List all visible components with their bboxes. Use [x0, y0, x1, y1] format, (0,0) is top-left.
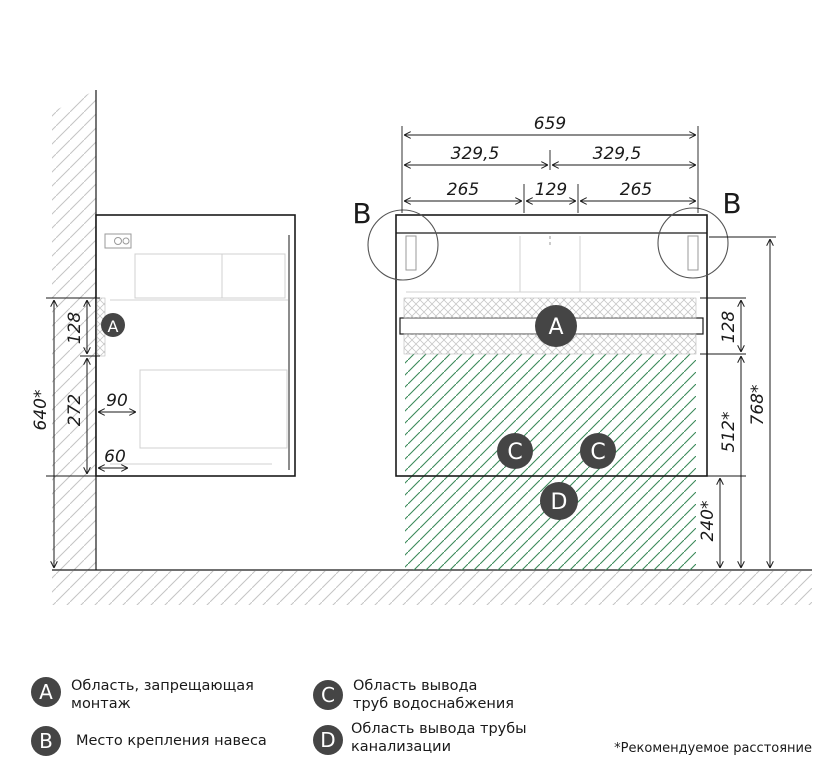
- legend-b-line1: Место крепления навеса: [76, 733, 267, 749]
- legend-d-line1: Область вывода трубы: [351, 721, 527, 737]
- marker-b-left: B: [352, 197, 371, 230]
- svg-text:C: C: [507, 440, 522, 465]
- legend-c-line2: труб водоснабжения: [353, 696, 514, 712]
- dim-label-90: 90: [106, 391, 128, 411]
- dim-label-768: 768*: [748, 385, 768, 426]
- dim-label-272: 272: [65, 394, 85, 426]
- dim-label-240: 240*: [698, 501, 718, 542]
- legend-a-line2: монтаж: [71, 696, 131, 712]
- svg-text:A: A: [548, 315, 563, 340]
- dim-label-512: 512*: [719, 412, 739, 453]
- marker-c-left: C: [497, 433, 533, 469]
- dim-label-60: 60: [104, 447, 126, 467]
- dim-label-640: 640*: [31, 390, 51, 431]
- legend-d-line2: канализации: [351, 739, 452, 755]
- floor-hatch: [52, 569, 812, 605]
- water-outlet-area: [405, 354, 696, 476]
- dim-label-side-128: 128: [65, 312, 85, 345]
- dim-label-half-left: 329,5: [451, 144, 500, 164]
- marker-b-right: B: [722, 187, 741, 220]
- marker-a-side: A: [101, 313, 125, 337]
- marker-d-front: D: [540, 482, 578, 520]
- dim-label-half-right: 329,5: [593, 144, 642, 164]
- side-view-cabinet: [95, 214, 296, 477]
- footnote-recommended-distance: *Рекомендуемое расстояние: [614, 741, 812, 756]
- legend-c-line1: Область вывода: [353, 678, 478, 694]
- marker-c-right: C: [580, 433, 616, 469]
- legend-badge-d: D: [313, 725, 343, 755]
- hanger-circle-right: [657, 207, 729, 279]
- front-extension-lines: [401, 126, 699, 213]
- dim-label-seg-left: 265: [447, 180, 479, 200]
- legend-a-line1: Область, запрещающая: [71, 678, 254, 694]
- svg-text:A: A: [108, 317, 119, 336]
- dim-label-seg-mid: 129: [535, 180, 567, 200]
- legend-badge-a: A: [31, 677, 61, 707]
- marker-a-front: A: [535, 305, 577, 347]
- dim-label-659: 659: [534, 114, 566, 134]
- svg-text:C: C: [590, 440, 605, 465]
- dim-label-seg-right: 265: [620, 180, 652, 200]
- hanger-circle-left: [367, 209, 439, 281]
- legend-badge-b: B: [31, 726, 61, 756]
- svg-text:D: D: [551, 490, 568, 515]
- legend-badge-c: C: [313, 680, 343, 710]
- dim-label-front-128: 128: [719, 311, 739, 344]
